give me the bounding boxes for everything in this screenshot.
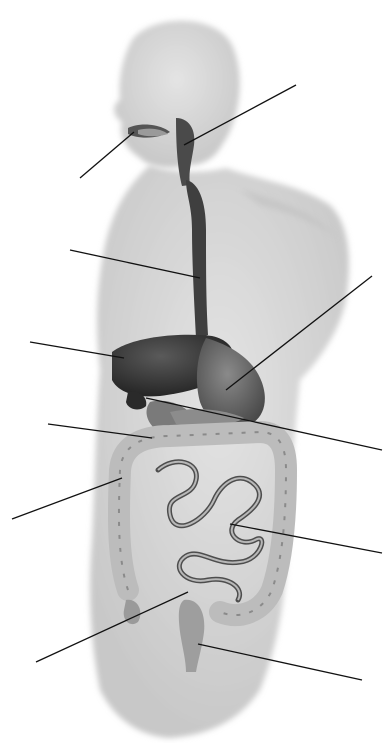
leader-line-mouth bbox=[80, 132, 134, 178]
